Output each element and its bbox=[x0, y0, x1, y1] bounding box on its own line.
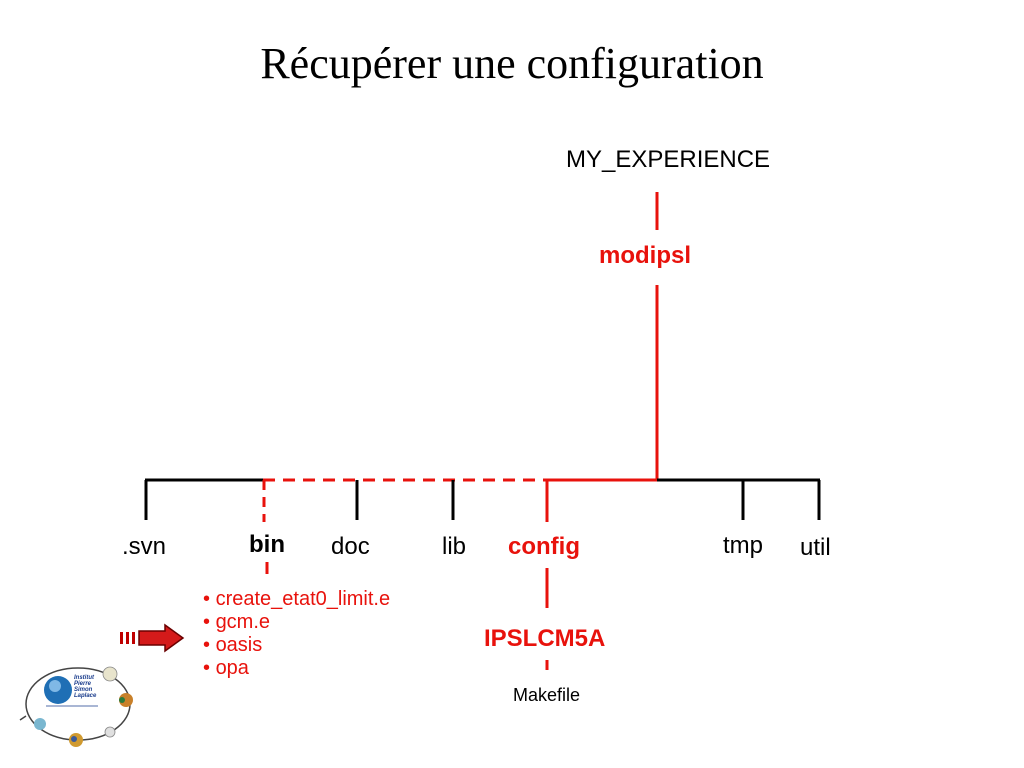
svg-text:Institut: Institut bbox=[74, 675, 95, 681]
ipsl-logo: Institut Pierre Simon Laplace bbox=[19, 666, 133, 747]
modipsl-label: modipsl bbox=[599, 242, 692, 269]
dir-lib: lib bbox=[442, 533, 467, 560]
dir-config: config bbox=[508, 533, 580, 560]
list-item: opa bbox=[203, 657, 390, 680]
list-item: create_etat0_limit.e bbox=[203, 588, 391, 611]
list-item: oasis bbox=[203, 634, 390, 657]
dir-svn: .svn bbox=[122, 533, 167, 560]
makefile-label: Makefile bbox=[513, 685, 581, 705]
dir-tmp: tmp bbox=[723, 532, 764, 559]
logo-text: Institut Pierre Simon Laplace bbox=[74, 675, 97, 699]
svg-text:Laplace: Laplace bbox=[74, 693, 97, 699]
dir-util: util bbox=[800, 534, 831, 561]
svg-text:Simon: Simon bbox=[74, 687, 93, 693]
dir-bin: bin bbox=[249, 531, 285, 558]
list-item: gcm.e bbox=[203, 611, 390, 634]
svg-text:Pierre: Pierre bbox=[74, 681, 92, 687]
arrow-icon bbox=[120, 623, 185, 653]
config-ipslcm5a-label: IPSLCM5A bbox=[484, 625, 606, 652]
root-label: MY_EXPERIENCE bbox=[566, 146, 771, 173]
bin-file-list: create_etat0_limit.e gcm.e oasis opa bbox=[203, 588, 391, 680]
slide-title: Récupérer une configuration bbox=[260, 39, 764, 88]
dir-doc: doc bbox=[331, 533, 370, 560]
